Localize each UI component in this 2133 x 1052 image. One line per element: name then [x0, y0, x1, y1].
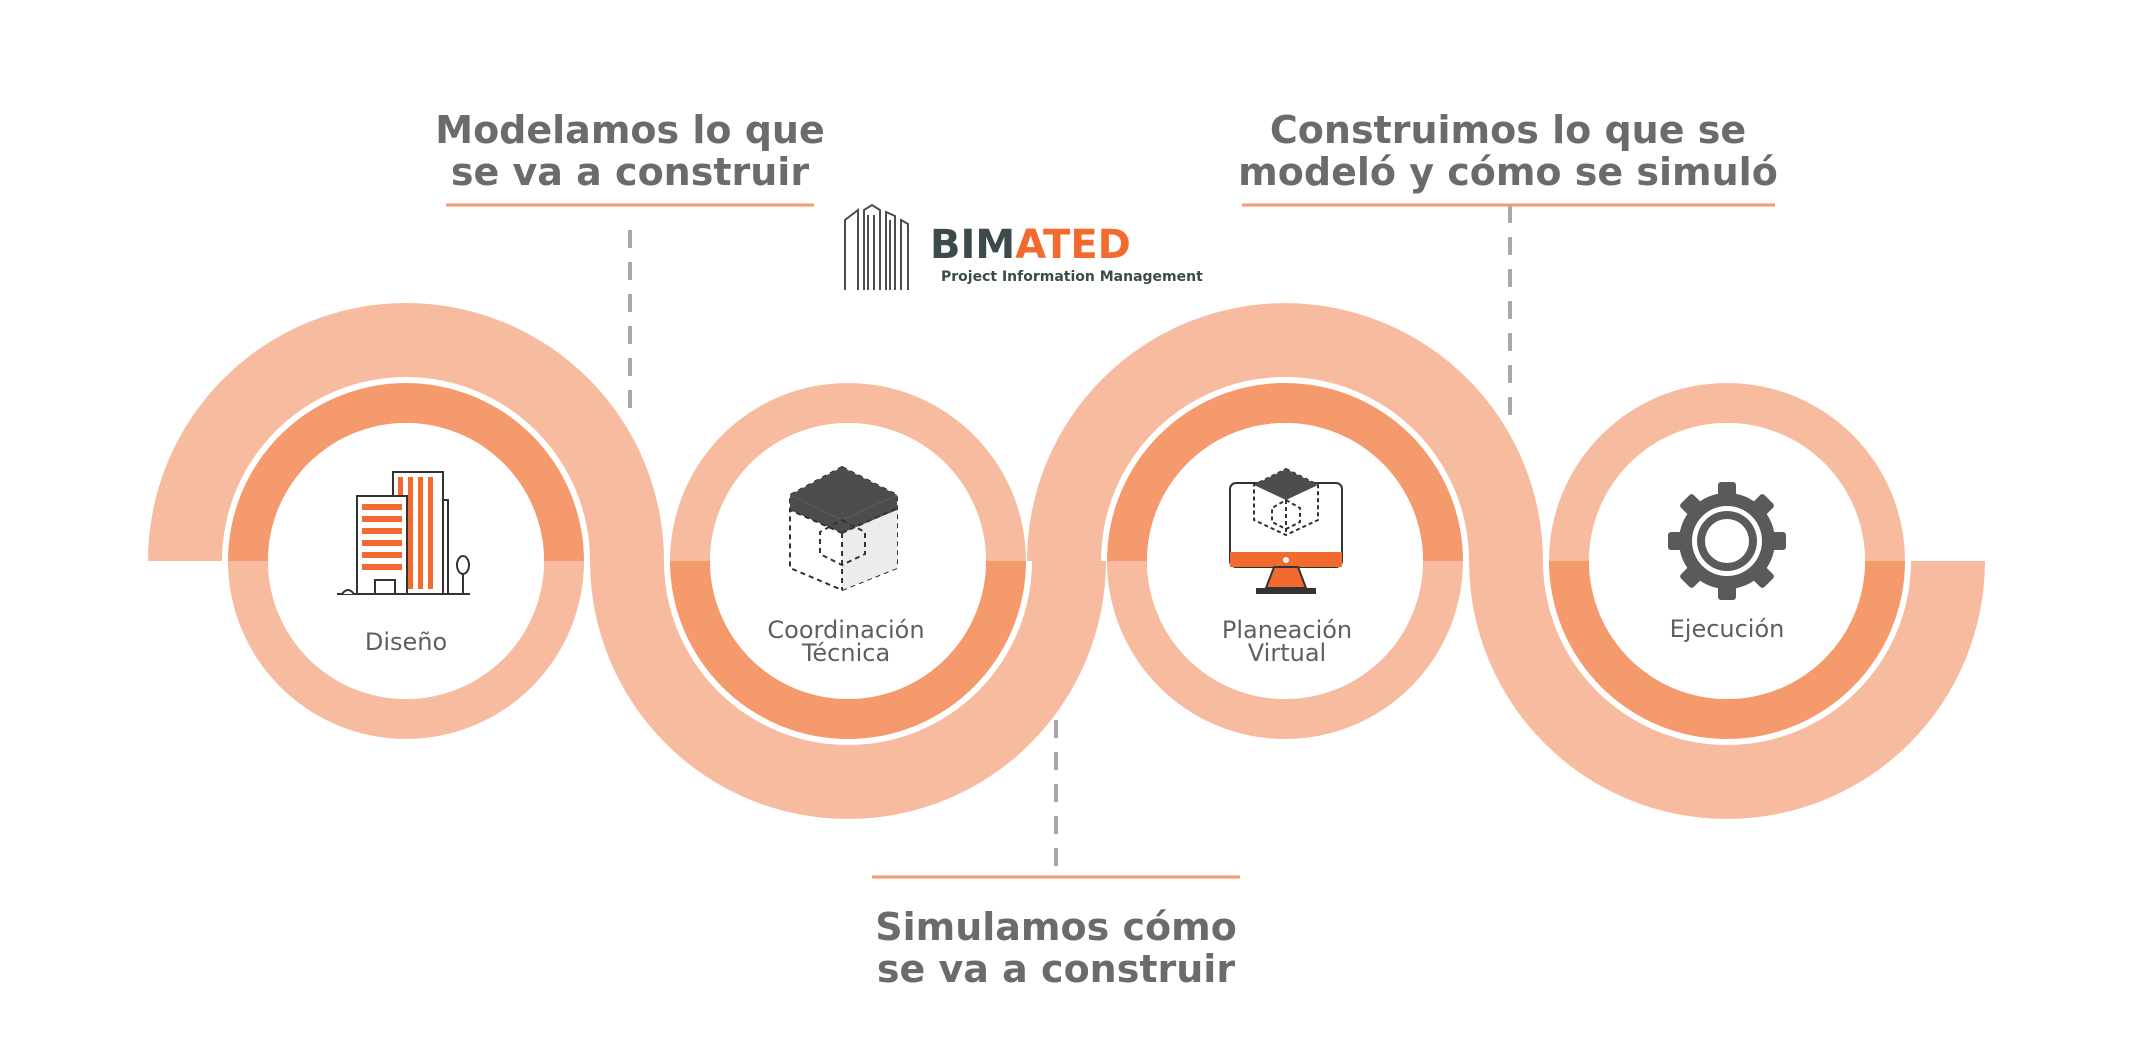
wave-ribbon	[148, 303, 1985, 819]
ribbon-top-arc-3	[1027, 303, 1543, 561]
caption-top-right-line1: Construimos lo que se	[1270, 108, 1746, 152]
caption-bottom-line1: Simulamos cómo	[875, 905, 1237, 949]
stage-3-ring-top	[1107, 383, 1463, 561]
monitor-cube-icon	[1229, 467, 1343, 594]
cube-icon	[789, 465, 898, 592]
stage-4-label: Ejecución	[1670, 615, 1785, 643]
stage-2-ring-top	[670, 383, 1026, 561]
building-icon	[337, 471, 470, 595]
stage-2-ring-bottom	[670, 561, 1026, 739]
stage-3-label-line1: Planeación	[1222, 616, 1352, 644]
stage-1-ring-bottom	[228, 561, 584, 739]
gear-icon	[1668, 482, 1786, 600]
caption-bottom-line2: se va a construir	[877, 947, 1235, 991]
logo-name-part1: BIM	[930, 222, 1015, 268]
ribbon-top-arc-1	[148, 303, 664, 561]
caption-top-left-line1: Modelamos lo que	[435, 108, 825, 152]
logo-name-part2: ATED	[1015, 222, 1131, 268]
stage-1-ring-top	[228, 383, 584, 561]
logo: BIMATED Project Information Management	[844, 203, 1203, 290]
building-outline-icon	[844, 203, 909, 290]
caption-top-right-line2: modeló y cómo se simuló	[1238, 150, 1778, 194]
logo-tagline: Project Information Management	[941, 269, 1203, 285]
caption-bottom: Simulamos cómo se va a construir	[875, 905, 1237, 991]
stage-2-label-line2: Técnica	[801, 639, 890, 667]
caption-top-left: Modelamos lo que se va a construir	[435, 108, 825, 194]
stage-3-label-line2: Virtual	[1248, 639, 1326, 667]
stage-1-label: Diseño	[365, 628, 447, 656]
stage-3-ring-bottom	[1107, 561, 1463, 739]
ribbon-bottom-arc-2	[590, 561, 1106, 819]
stage-4-ring-top	[1549, 383, 1905, 561]
ribbon-bottom-arc-4	[1469, 561, 1985, 819]
caption-top-right: Construimos lo que se modeló y cómo se s…	[1238, 108, 1778, 194]
logo-name: BIMATED	[930, 222, 1131, 268]
caption-top-left-line2: se va a construir	[451, 150, 809, 194]
stage-4-ring-bottom	[1549, 561, 1905, 739]
stage-2-label-line1: Coordinación	[767, 616, 924, 644]
